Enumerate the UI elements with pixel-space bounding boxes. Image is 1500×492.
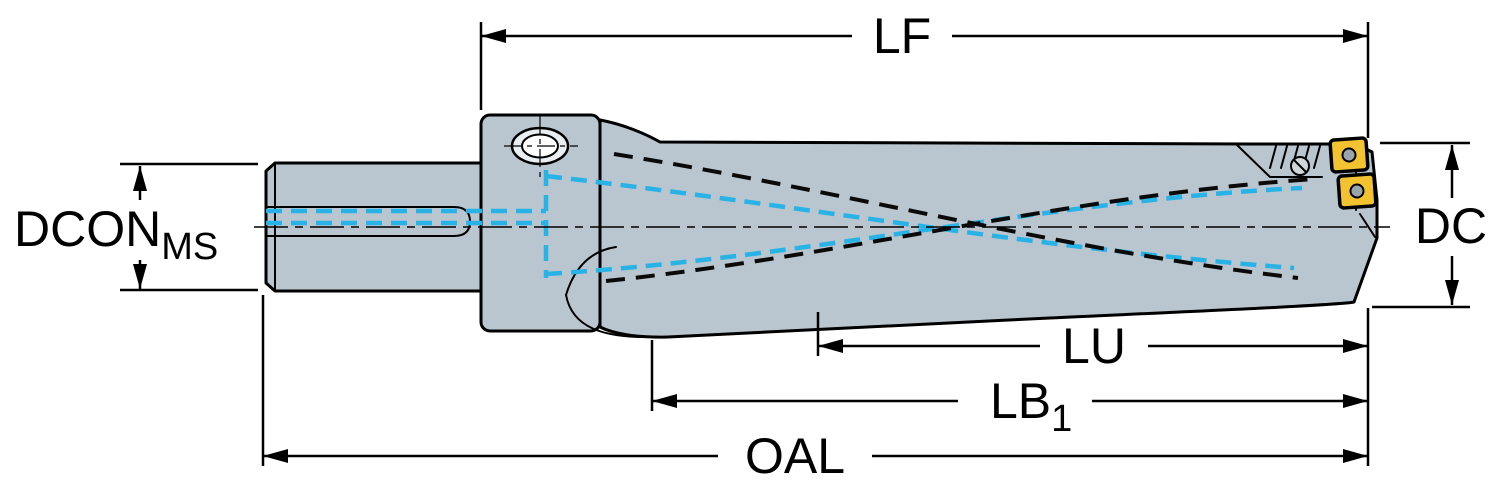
dim-lf: LF	[479, 8, 1370, 138]
label-lb1-sub: 1	[1051, 398, 1072, 440]
label-lb1: LB1	[990, 373, 1072, 440]
insert-screw-1	[1341, 147, 1357, 163]
flute-line-2	[605, 177, 1315, 283]
label-oal: OAL	[745, 428, 845, 484]
tool-body	[254, 113, 1390, 339]
flute-line-1	[613, 152, 1299, 280]
coolant-flute-1	[545, 173, 1295, 271]
tip-details	[1235, 136, 1378, 238]
label-lu: LU	[1062, 318, 1126, 374]
dim-dcon: DCONMS	[14, 162, 258, 292]
pocket-edge	[1235, 143, 1323, 178]
dim-dc: DC	[1372, 141, 1487, 309]
flute-runout-upper	[565, 246, 617, 296]
label-lb1-main: LB	[990, 373, 1051, 429]
insert-central	[1336, 172, 1378, 210]
insert-peripheral	[1328, 136, 1370, 174]
label-dcon-main: DCON	[14, 201, 161, 257]
coolant-flute-2	[545, 185, 1303, 277]
dim-lu: LU	[816, 312, 1368, 374]
label-dcon-sub: MS	[161, 226, 218, 268]
dim-lb1: LB1	[650, 340, 1368, 440]
label-dc: DC	[1415, 198, 1487, 254]
flute-runout-lower	[565, 294, 653, 339]
tip-face-edge	[1359, 213, 1376, 238]
insert-screw-2	[1349, 183, 1365, 199]
drill-body	[598, 118, 1379, 339]
dim-oal: OAL	[261, 295, 1370, 484]
flute-hidden-lines	[605, 152, 1315, 283]
coolant-channels	[266, 170, 1303, 278]
label-dcon: DCONMS	[14, 201, 218, 268]
label-lf: LF	[873, 8, 931, 64]
clamp-screw-slot	[1293, 159, 1307, 173]
